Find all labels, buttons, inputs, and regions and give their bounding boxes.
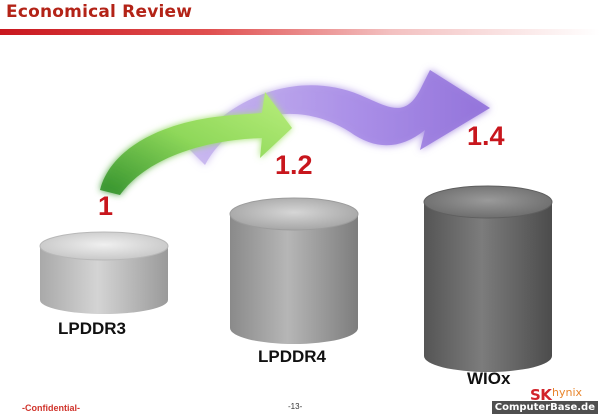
- logo-hynix: hynix: [552, 386, 583, 399]
- page-number: -13-: [288, 402, 303, 411]
- logo-sk: SK: [530, 386, 552, 404]
- confidential-notice: -Confidential-: [22, 403, 80, 413]
- title-underline: [0, 29, 600, 35]
- value-lpddr3: 1: [98, 191, 114, 221]
- label-wiox: WIOx: [467, 369, 511, 388]
- sk-hynix-logo: SK hynix: [530, 376, 583, 406]
- page-title: Economical Review: [6, 2, 193, 22]
- cylinder-lpddr4: [229, 197, 359, 344]
- value-wiox: 1.4: [467, 121, 505, 151]
- value-lpddr4: 1.2: [275, 150, 313, 180]
- label-lpddr3: LPDDR3: [58, 319, 127, 338]
- cylinder-lpddr3: [39, 231, 169, 314]
- watermark: ComputerBase.de: [491, 401, 598, 414]
- cylinder-wiox: [423, 185, 553, 372]
- green-arrow: [100, 92, 292, 195]
- label-lpddr4: LPDDR4: [258, 347, 327, 366]
